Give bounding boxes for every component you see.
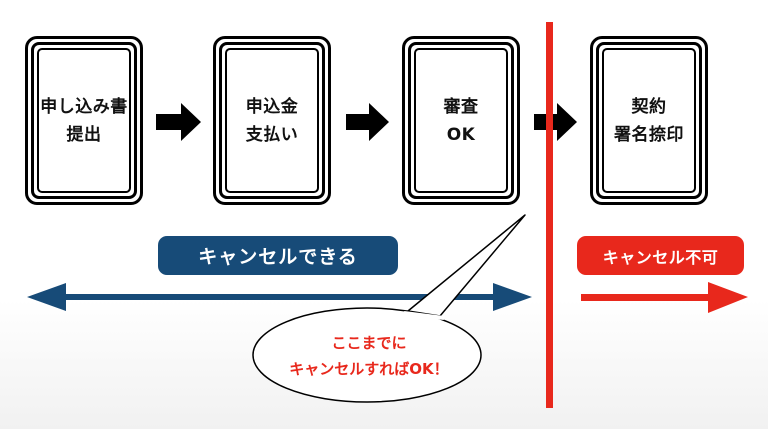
step-arrow-icon (534, 103, 577, 141)
step-card-application: 申し込み書 提出 (25, 36, 143, 205)
step-card-screening: 審査 OK (402, 36, 520, 205)
not-cancelable-range-arrow (581, 282, 748, 313)
cancelable-label: キャンセルできる (198, 246, 358, 268)
speech-bubble (252, 214, 526, 403)
step-label-line: 申し込み書 (40, 96, 128, 117)
step-arrow-icon (156, 103, 201, 141)
step-label-line: 支払い (245, 124, 299, 145)
bubble-line: ここまでに (331, 334, 407, 352)
not-cancelable-badge: キャンセル不可 (577, 236, 744, 275)
step-label-line: 提出 (66, 124, 102, 145)
step-label-line: 審査 (443, 96, 479, 117)
step-arrow-icon (346, 103, 389, 141)
step-card-deposit: 申込金 支払い (213, 36, 331, 205)
bubble-line: キャンセルすればOK！ (289, 360, 449, 378)
step-label-line: 申込金 (245, 96, 299, 117)
bubble-text: ここまでに キャンセルすればOK！ (254, 330, 484, 382)
step-label-line: 署名捺印 (614, 124, 684, 145)
step-label-line: 契約 (631, 96, 667, 117)
cancel-deadline-line (546, 22, 553, 408)
step-label-line: OK (446, 124, 476, 145)
cancelable-badge: キャンセルできる (158, 236, 398, 275)
cancelable-range-arrow (27, 283, 532, 311)
not-cancelable-label: キャンセル不可 (602, 247, 719, 267)
step-card-contract: 契約 署名捺印 (590, 36, 708, 205)
